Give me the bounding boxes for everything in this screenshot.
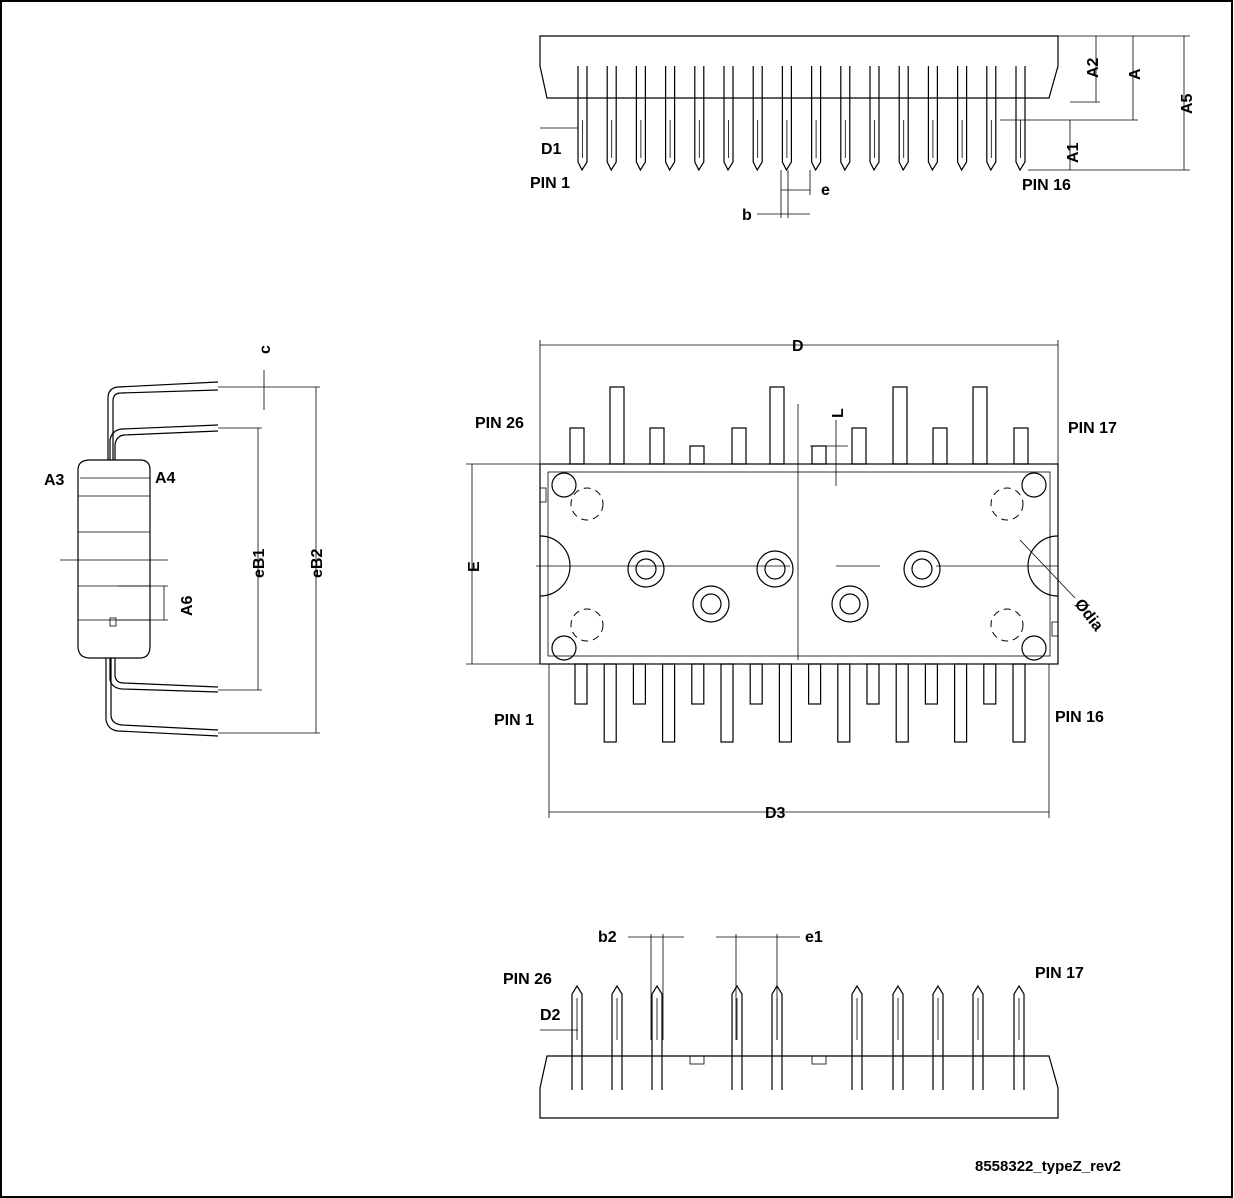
plan-bottom-pin bbox=[691, 663, 705, 705]
dim-label-a4: A4 bbox=[155, 470, 176, 487]
plan-bottom-pin-row bbox=[574, 663, 1026, 743]
plan-top-pin bbox=[932, 427, 948, 465]
dim-label-b2: b2 bbox=[598, 929, 617, 946]
dim-label-e: e bbox=[821, 182, 830, 199]
plan-bottom-pin bbox=[866, 663, 880, 705]
rear-pin bbox=[932, 984, 944, 1090]
plan-top-pin bbox=[892, 386, 908, 465]
dim-label-a2: A2 bbox=[1085, 57, 1102, 78]
rear-elevation-view: b2 e1 D2 PIN 26 PIN 17 bbox=[503, 929, 1084, 1119]
dim-label-e-width: E bbox=[466, 561, 483, 572]
pin-1-label-plan: PIN 1 bbox=[494, 712, 534, 729]
front-pin bbox=[577, 66, 588, 172]
dim-label-d3: D3 bbox=[765, 805, 786, 822]
pin-26-label-plan: PIN 26 bbox=[475, 415, 524, 432]
dim-label-a6: A6 bbox=[179, 595, 196, 616]
front-pin bbox=[957, 66, 968, 172]
front-pin bbox=[781, 66, 792, 172]
front-pin bbox=[694, 66, 705, 172]
plan-top-pin bbox=[649, 427, 665, 465]
plan-top-pin bbox=[689, 445, 705, 465]
rear-pin-row bbox=[571, 984, 1025, 1090]
dim-label-l: L bbox=[830, 408, 847, 418]
plan-top-pin bbox=[569, 427, 585, 465]
front-pin bbox=[986, 66, 997, 172]
plan-bottom-pin bbox=[924, 663, 939, 705]
dim-label-a5: A5 bbox=[1179, 93, 1196, 114]
front-pin bbox=[927, 66, 938, 172]
dim-label-e1: e1 bbox=[805, 929, 823, 946]
plan-bottom-pin bbox=[895, 663, 909, 743]
front-pin bbox=[723, 66, 734, 172]
front-pin bbox=[869, 66, 880, 172]
dim-label-dia: Ødia bbox=[1071, 596, 1106, 635]
rear-pin bbox=[851, 984, 863, 1090]
pin-17-label-rear: PIN 17 bbox=[1035, 965, 1084, 982]
front-body-outline bbox=[539, 35, 1059, 99]
plan-top-pin bbox=[609, 386, 625, 465]
front-pin bbox=[840, 66, 851, 172]
plan-bottom-pin bbox=[720, 663, 734, 743]
rear-pin bbox=[1013, 984, 1025, 1090]
rear-pin bbox=[731, 984, 743, 1090]
dim-label-eb2: eB2 bbox=[309, 549, 326, 578]
dim-label-d2: D2 bbox=[540, 1007, 561, 1024]
plan-view: D L E Ødia D3 PIN 26 PIN 17 PIN 1 PIN 16 bbox=[466, 338, 1117, 822]
plan-top-pin bbox=[731, 427, 747, 465]
front-pin bbox=[1015, 66, 1026, 172]
side-elevation-view: c A3 A4 eB1 eB2 A6 bbox=[44, 345, 326, 737]
plan-bottom-pin bbox=[983, 663, 997, 705]
rear-pin bbox=[892, 984, 904, 1090]
plan-bottom-pin bbox=[661, 663, 676, 743]
dim-label-a: A bbox=[1127, 68, 1144, 80]
plan-bottom-pin bbox=[837, 663, 851, 743]
plan-body-outline bbox=[539, 463, 1059, 665]
front-elevation-view: A2 A A5 A1 D1 e b PIN 1 PIN 16 bbox=[530, 35, 1196, 224]
plan-top-pin-row bbox=[569, 386, 1029, 465]
plan-bottom-pin bbox=[807, 663, 822, 705]
pin-1-label-front: PIN 1 bbox=[530, 175, 570, 192]
front-pin bbox=[811, 66, 822, 172]
side-body-outline bbox=[77, 459, 151, 659]
dim-label-eb1: eB1 bbox=[251, 549, 268, 578]
rear-pin bbox=[972, 984, 984, 1090]
dim-label-a1: A1 bbox=[1065, 142, 1082, 163]
plan-bottom-pin bbox=[778, 663, 793, 743]
plan-top-pin bbox=[851, 427, 867, 465]
front-pin bbox=[606, 66, 617, 172]
pin-17-label-plan: PIN 17 bbox=[1068, 420, 1117, 437]
dim-label-a3: A3 bbox=[44, 472, 65, 489]
dim-label-d: D bbox=[792, 338, 804, 355]
rear-body-outline bbox=[539, 1055, 1059, 1119]
plan-bottom-pin bbox=[749, 663, 763, 705]
plan-top-pin bbox=[1013, 427, 1029, 465]
plan-top-pin bbox=[811, 445, 827, 465]
pin-16-label-plan: PIN 16 bbox=[1055, 709, 1104, 726]
plan-bottom-pin bbox=[574, 663, 588, 705]
rear-pin bbox=[651, 984, 663, 1090]
front-pin bbox=[665, 66, 676, 172]
rear-pin bbox=[611, 984, 623, 1090]
dim-label-d1: D1 bbox=[541, 141, 562, 158]
drawing-reference-number: 8558322_typeZ_rev2 bbox=[975, 1158, 1121, 1175]
front-pin-row bbox=[577, 66, 1026, 172]
pin-26-label-rear: PIN 26 bbox=[503, 971, 552, 988]
dim-label-b: b bbox=[742, 207, 752, 224]
pin-16-label-front: PIN 16 bbox=[1022, 177, 1071, 194]
rear-pin bbox=[571, 984, 583, 1090]
front-pin bbox=[752, 66, 763, 172]
dim-label-c: c bbox=[257, 345, 274, 354]
plan-bottom-pin bbox=[953, 663, 968, 743]
plan-top-pin bbox=[769, 386, 785, 465]
plan-top-pin bbox=[972, 386, 988, 465]
plan-bottom-pin bbox=[1012, 663, 1026, 743]
front-pin bbox=[898, 66, 909, 172]
plan-bottom-pin bbox=[632, 663, 647, 705]
plan-bottom-pin bbox=[603, 663, 617, 743]
front-pin bbox=[635, 66, 646, 172]
